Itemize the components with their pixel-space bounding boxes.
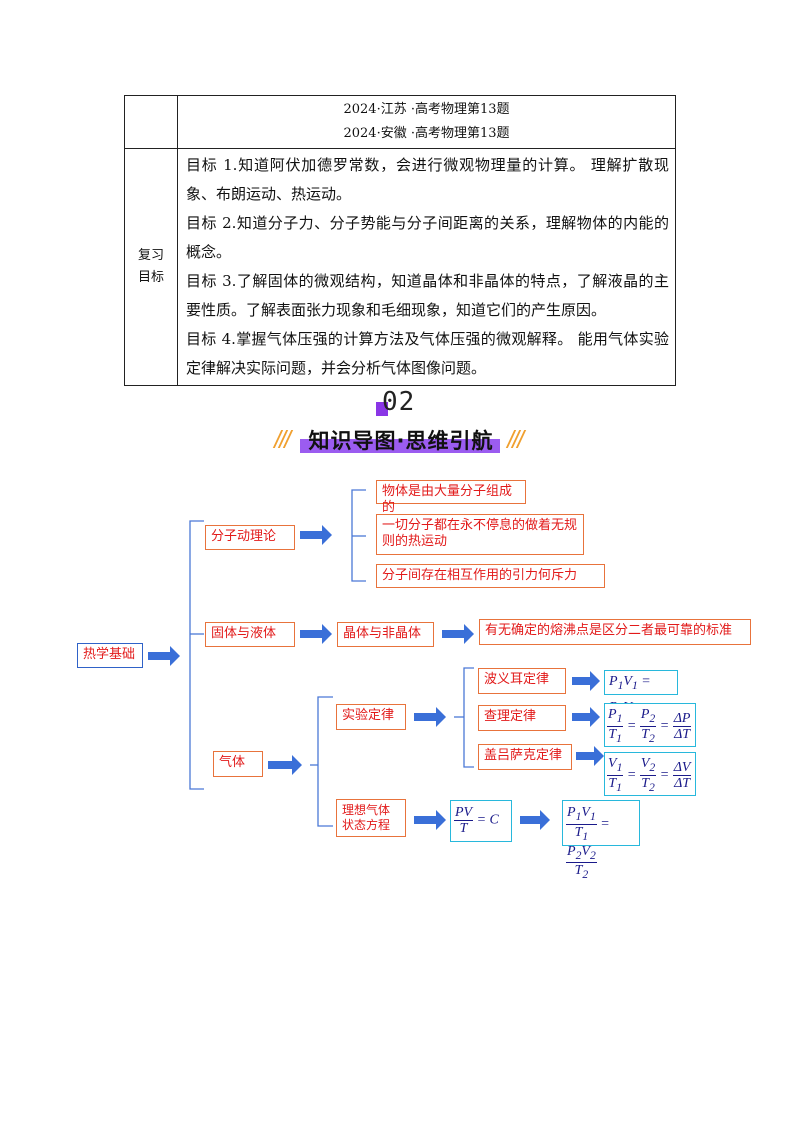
solid-detail: 有无确定的熔沸点是区分二者最可靠的标准: [479, 619, 751, 645]
gas-ideal-equation: 理想气体状态方程: [336, 799, 406, 837]
laws-bracket: [463, 667, 474, 768]
molecular-item: 物体是由大量分子组成的: [376, 480, 526, 515]
arrow: [576, 746, 604, 766]
review-table: 2024·江苏 ·高考物理第13题 2024·安徽 ·高考物理第13题 复习 目…: [124, 95, 676, 386]
branch-gas: 气体: [213, 751, 263, 777]
goals-row: 复习 目标 目标 1.知道阿伏加德罗常数，会进行微观物理量的计算。 理解扩散现象…: [124, 148, 676, 386]
section-number-text: 02: [382, 387, 416, 417]
goal-label-line: 复习: [137, 248, 164, 263]
banner-highlight: [300, 439, 500, 453]
section-number: 02: [370, 387, 430, 421]
exam-ref: 2024·江苏 ·高考物理第13题: [343, 102, 510, 117]
law-gay-lussac: 盖吕萨克定律: [478, 744, 572, 770]
arrow: [442, 624, 474, 644]
branch-molecular: 分子动理论: [205, 525, 295, 550]
molecular-item: 分子间存在相互作用的引力何斥力: [376, 564, 605, 588]
section-banner: 知识导图·思维引航: [290, 425, 512, 455]
goal-label-line: 目标: [137, 270, 164, 285]
goal-item: 目标 2.知道分子力、分子势能与分子间距离的关系，理解物体的内能的概念。: [186, 214, 669, 261]
gas-bracket: [317, 696, 333, 827]
root-bracket: [189, 520, 204, 790]
root-node: 热学基础: [77, 643, 143, 668]
branch-solid-liquid: 固体与液体: [205, 622, 295, 647]
formula-boyle: P1V1 = P2V2: [604, 670, 678, 718]
solid-item: 晶体与非晶体: [337, 622, 434, 647]
arrow: [572, 707, 600, 727]
goal-item: 目标 1.知道阿伏加德罗常数，会进行微观物理量的计算。 理解扩散现象、布朗运动、…: [186, 156, 669, 203]
arrow: [520, 810, 550, 830]
gas-experimental-laws: 实验定律: [336, 704, 406, 730]
exam-label-cell: [124, 95, 178, 149]
goals-cell: 目标 1.知道阿伏加德罗常数，会进行微观物理量的计算。 理解扩散现象、布朗运动、…: [177, 148, 676, 386]
number-accent: [376, 402, 388, 416]
arrow: [300, 624, 332, 644]
arrow: [300, 525, 332, 545]
exam-ref: 2024·安徽 ·高考物理第13题: [343, 126, 510, 141]
goal-item: 目标 4.掌握气体压强的计算方法及气体压强的微观解释。 能用气体实验定律解决实际…: [186, 330, 669, 377]
arrow: [572, 671, 600, 691]
arrow: [414, 810, 446, 830]
arrow: [414, 707, 446, 727]
arrow: [148, 646, 180, 666]
law-boyle: 波义耳定律: [478, 668, 566, 694]
law-charles: 查理定律: [478, 705, 566, 731]
arrow: [268, 755, 302, 775]
goal-item: 目标 3.了解固体的微观结构，知道晶体和非晶体的特点，了解液晶的主要性质。了解表…: [186, 272, 669, 319]
section-title: 知识导图·思维引航: [308, 429, 494, 453]
molecular-item: 一切分子都在永不停息的做着无规则的热运动: [376, 514, 584, 555]
